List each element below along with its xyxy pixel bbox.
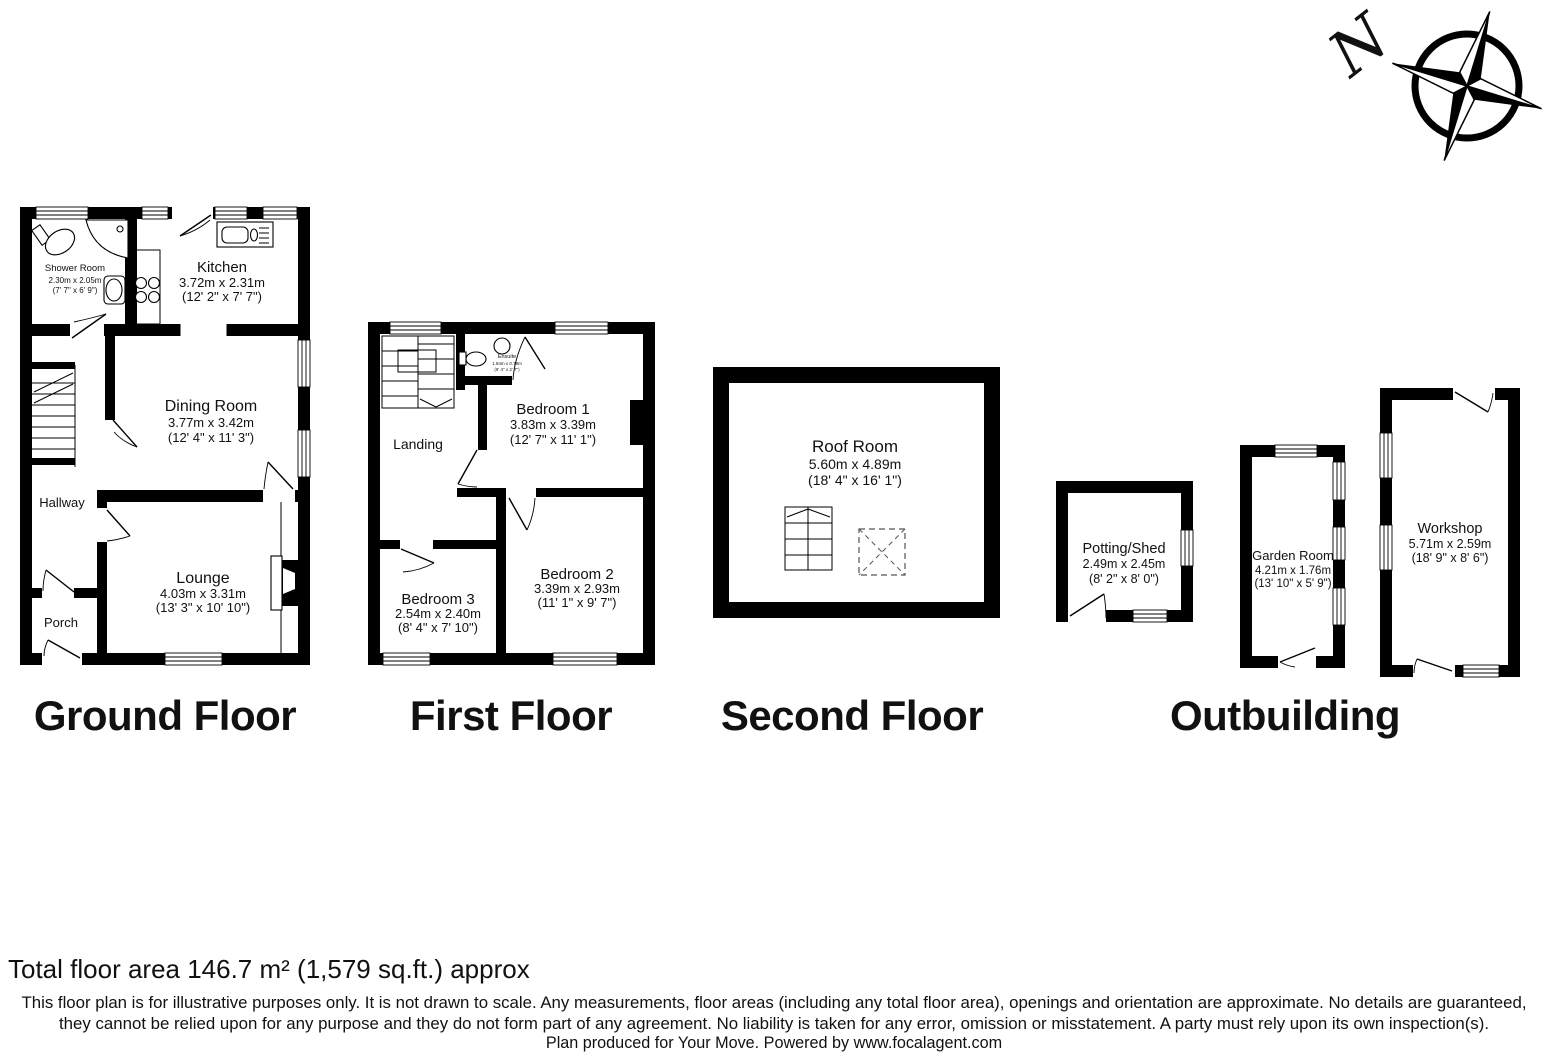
ground-floor-stairs-icon — [32, 365, 76, 467]
ground-floor-openings — [42, 207, 295, 665]
first-floor-windows — [382, 321, 618, 666]
lounge-imperial: (13' 3" x 10' 10") — [156, 600, 250, 615]
lounge-metric: 4.03m x 3.31m — [160, 586, 246, 601]
disclaimer-line-2: they cannot be relied upon for any purpo… — [59, 1015, 1489, 1033]
shower-room-metric: 2.30m x 2.05m — [49, 276, 102, 285]
bedroom1-label: Bedroom 1 — [516, 401, 589, 418]
total-floor-area: Total floor area 146.7 m² (1,579 sq.ft.)… — [8, 954, 530, 984]
kitchen-sink-icon — [216, 221, 274, 248]
landing-label: Landing — [393, 436, 443, 452]
basin-icon — [103, 275, 126, 305]
corner-shower-icon — [85, 219, 129, 259]
floor-titles: Ground Floor First Floor Second Floor Ou… — [34, 692, 1401, 739]
dining-room-imperial: (12' 4" x 11' 3") — [168, 430, 254, 445]
compass-north-label: N — [1313, 0, 1404, 92]
fireplace-icon — [270, 502, 298, 653]
ensuite-label: Ensuite — [498, 354, 516, 360]
bedroom3-metric: 2.54m x 2.40m — [395, 606, 481, 621]
lounge-label: Lounge — [176, 570, 229, 587]
shower-room-label: Shower Room — [45, 263, 105, 274]
ground-floor-walls — [20, 207, 310, 665]
hob-icon — [132, 249, 161, 325]
roof-room-label: Roof Room — [812, 437, 898, 456]
bedroom2-metric: 3.39m x 2.93m — [534, 581, 620, 596]
roof-light-icon — [858, 528, 906, 576]
roof-room-imperial: (18' 4" x 16' 1") — [808, 472, 902, 488]
garden-room: Garden Room 4.21m x 1.76m (13' 10" x 5' … — [1240, 444, 1346, 668]
bedroom2-label: Bedroom 2 — [540, 566, 613, 583]
first-floor-labels: Landing Ensuite 1.94m x 0.79m (6' 4" x 2… — [393, 354, 620, 635]
compass-circle — [1411, 30, 1523, 142]
garden-room-metric: 4.21m x 1.76m — [1255, 565, 1331, 577]
ground-floor-labels: Shower Room 2.30m x 2.05m (7' 7" x 6' 9"… — [39, 259, 265, 630]
bedroom1-imperial: (12' 7" x 11' 1") — [510, 432, 596, 447]
second-floor-title: Second Floor — [721, 692, 984, 739]
porch-label: Porch — [44, 615, 78, 630]
compass-rose: N — [1313, 0, 1542, 161]
first-floor-stairs-icon — [381, 335, 455, 409]
potting-shed-label: Potting/Shed — [1082, 541, 1165, 557]
roof-room-metric: 5.60m x 4.89m — [809, 456, 902, 472]
compass-star — [1392, 11, 1542, 161]
ground-floor-title: Ground Floor — [34, 692, 296, 739]
bedroom3-label: Bedroom 3 — [401, 591, 474, 608]
bedroom2-imperial: (11' 1" x 9' 7") — [538, 595, 617, 610]
workshop-imperial: (18' 9" x 8' 6") — [1412, 551, 1489, 565]
ensuite-metric: 1.94m x 0.79m — [492, 361, 522, 366]
potting-shed-metric: 2.49m x 2.45m — [1083, 557, 1166, 571]
first-floor-plan: Landing Ensuite 1.94m x 0.79m (6' 4" x 2… — [368, 321, 655, 666]
second-floor-labels: Roof Room 5.60m x 4.89m (18' 4" x 16' 1"… — [808, 437, 902, 488]
disclaimer-line-1: This floor plan is for illustrative purp… — [22, 994, 1527, 1012]
ensuite-toilet-icon — [458, 351, 487, 367]
first-floor-doors — [400, 336, 546, 573]
workshop-metric: 5.71m x 2.59m — [1409, 537, 1492, 551]
ground-floor-doors — [42, 214, 294, 659]
disclaimer-line-3: Plan produced for Your Move. Powered by … — [546, 1034, 1002, 1052]
hallway-label: Hallway — [39, 495, 85, 510]
garden-room-imperial: (13' 10" x 5' 9") — [1254, 578, 1331, 590]
kitchen-label: Kitchen — [197, 259, 247, 276]
dining-room-metric: 3.77m x 3.42m — [168, 415, 254, 430]
kitchen-metric: 3.72m x 2.31m — [179, 275, 265, 290]
workshop-label: Workshop — [1417, 521, 1482, 537]
ensuite-sink-icon — [493, 337, 511, 355]
bedroom1-metric: 3.83m x 3.39m — [510, 417, 596, 432]
garden-room-label: Garden Room — [1252, 548, 1334, 563]
second-floor-stairs-icon — [784, 506, 833, 571]
first-floor-openings — [506, 488, 536, 497]
footer: Total floor area 146.7 m² (1,579 sq.ft.)… — [8, 954, 1526, 1052]
ensuite-imperial: (6' 4" x 2' 7") — [494, 367, 520, 372]
ground-floor-plan: Shower Room 2.30m x 2.05m (7' 7" x 6' 9"… — [20, 206, 311, 666]
first-floor-title: First Floor — [410, 692, 612, 739]
ground-floor-windows — [35, 206, 311, 666]
toilet-icon — [30, 223, 76, 256]
outbuilding-title: Outbuilding — [1170, 692, 1400, 739]
potting-shed: Potting/Shed 2.49m x 2.45m (8' 2" x 8' 0… — [1056, 481, 1194, 623]
shower-room-imperial: (7' 7" x 6' 9") — [53, 286, 98, 295]
second-floor-plan: Roof Room 5.60m x 4.89m (18' 4" x 16' 1"… — [713, 367, 1000, 618]
bedroom3-imperial: (8' 4" x 7' 10") — [398, 620, 478, 635]
workshop: Workshop 5.71m x 2.59m (18' 9" x 8' 6") — [1379, 388, 1520, 678]
potting-shed-imperial: (8' 2" x 8' 0") — [1089, 572, 1159, 586]
dining-room-label: Dining Room — [165, 398, 257, 415]
kitchen-imperial: (12' 2" x 7' 7") — [182, 289, 262, 304]
outbuilding-plan: Potting/Shed 2.49m x 2.45m (8' 2" x 8' 0… — [1056, 388, 1520, 678]
